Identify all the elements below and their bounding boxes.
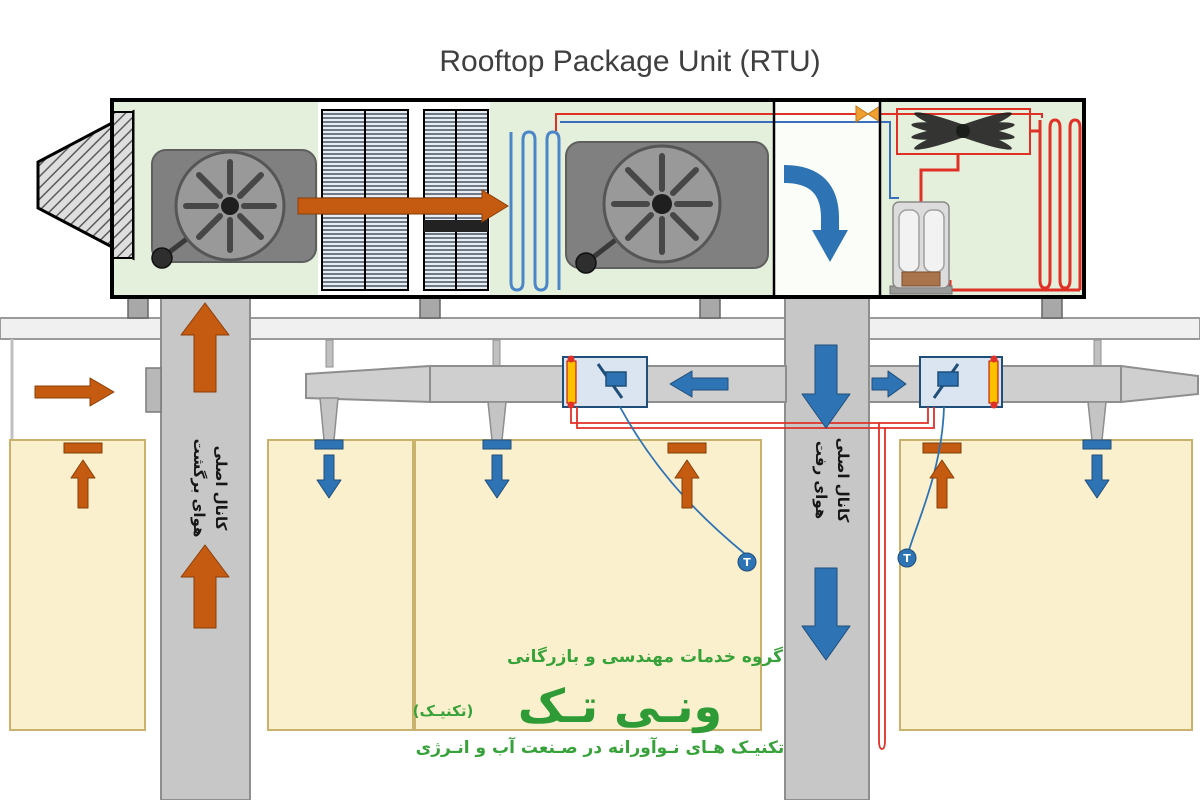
rtu-feet [127,296,1063,319]
filter-airflow-arrow [297,189,509,223]
vav-box-right [919,355,1003,409]
thermostat-right-icon: T [897,548,917,568]
supply-duct-label-line1: کانال اصلی [834,438,852,523]
intake-louver [111,111,134,259]
return-grille-room-c [667,442,707,454]
return-duct-label-line2: هوای برگشت [190,439,208,538]
diagram-title: Rooftop Package Unit (RTU) [439,45,820,78]
watermark: گروه خدمات مهندسی و بازرگانی ونـی تـک (ت… [413,646,785,758]
rtu-casing [110,98,1086,299]
return-air-arrow-plenum [34,377,115,407]
watermark-tagline-bottom: تکنیـک هـای نـوآورانه در صـنعت آب و انـر… [416,736,785,758]
rtu-unit [36,98,1086,319]
return-air-arrow-duct-2 [180,544,230,629]
diffuser-necks [319,397,1107,441]
supply-duct-label: کانال اصلی هوای رفت [812,438,852,523]
supply-air-arrow-duct-1 [801,344,851,429]
return-air-arrow-room-c [674,459,700,509]
supply-fan [565,141,769,274]
watermark-brand: ونـی تـک [518,679,722,733]
compressor [889,201,953,295]
watermark-brand-note: (تکنیـک) [413,702,474,720]
return-grille-room-a [63,442,103,454]
supply-diffuser-3 [1082,439,1112,450]
branch-duct-arrow-left [669,370,729,398]
return-fan [151,149,317,269]
return-air-arrows [34,302,955,629]
return-air-arrow-room-d [929,459,955,509]
return-air-arrow-duct-1 [180,302,230,393]
thermostat-left-label: T [743,556,751,569]
room-c [414,439,762,731]
plenum-return-grille [145,367,162,413]
branch-duct-left-taper [305,364,431,404]
refrigerant-liquid-line [555,113,1043,131]
supply-air-turn-arrow [783,165,848,262]
branch-duct-right-taper [1120,364,1199,404]
room-b [267,439,414,731]
vav-box-left [562,355,648,409]
return-grille-room-d [922,442,962,454]
supply-duct-label-line2: هوای رفت [812,441,830,519]
supply-air-arrow-duct-2 [801,567,851,661]
condenser-fan [911,112,1015,150]
diffuser-arrow-1 [316,454,342,499]
branch-duct-arrow-right [871,370,907,398]
thermostat-right-label: T [903,552,911,565]
thermostat-left-icon: T [737,552,757,572]
return-duct-label-line1: کانال اصلی [212,446,230,531]
diffuser-arrow-2 [484,454,510,499]
cooling-coil [509,130,561,292]
vav-control-wires [570,407,935,750]
room-d [899,439,1193,731]
return-air-arrow-room-a [70,459,96,509]
refrigerant-suction-line [560,121,899,199]
return-duct-label: کانال اصلی هوای برگشت [190,439,230,538]
supply-diffuser-1 [314,439,344,450]
condenser-coil [1038,118,1082,290]
supply-air-arrows [316,344,1110,661]
roof-slab [0,317,1200,340]
thermostat-wire-right [908,406,945,551]
supply-diffuser-2 [482,439,512,450]
duct-hanger-rods [325,339,1102,368]
watermark-tagline-top: گروه خدمات مهندسی و بازرگانی [507,646,783,667]
diffuser-arrow-3 [1084,454,1110,499]
